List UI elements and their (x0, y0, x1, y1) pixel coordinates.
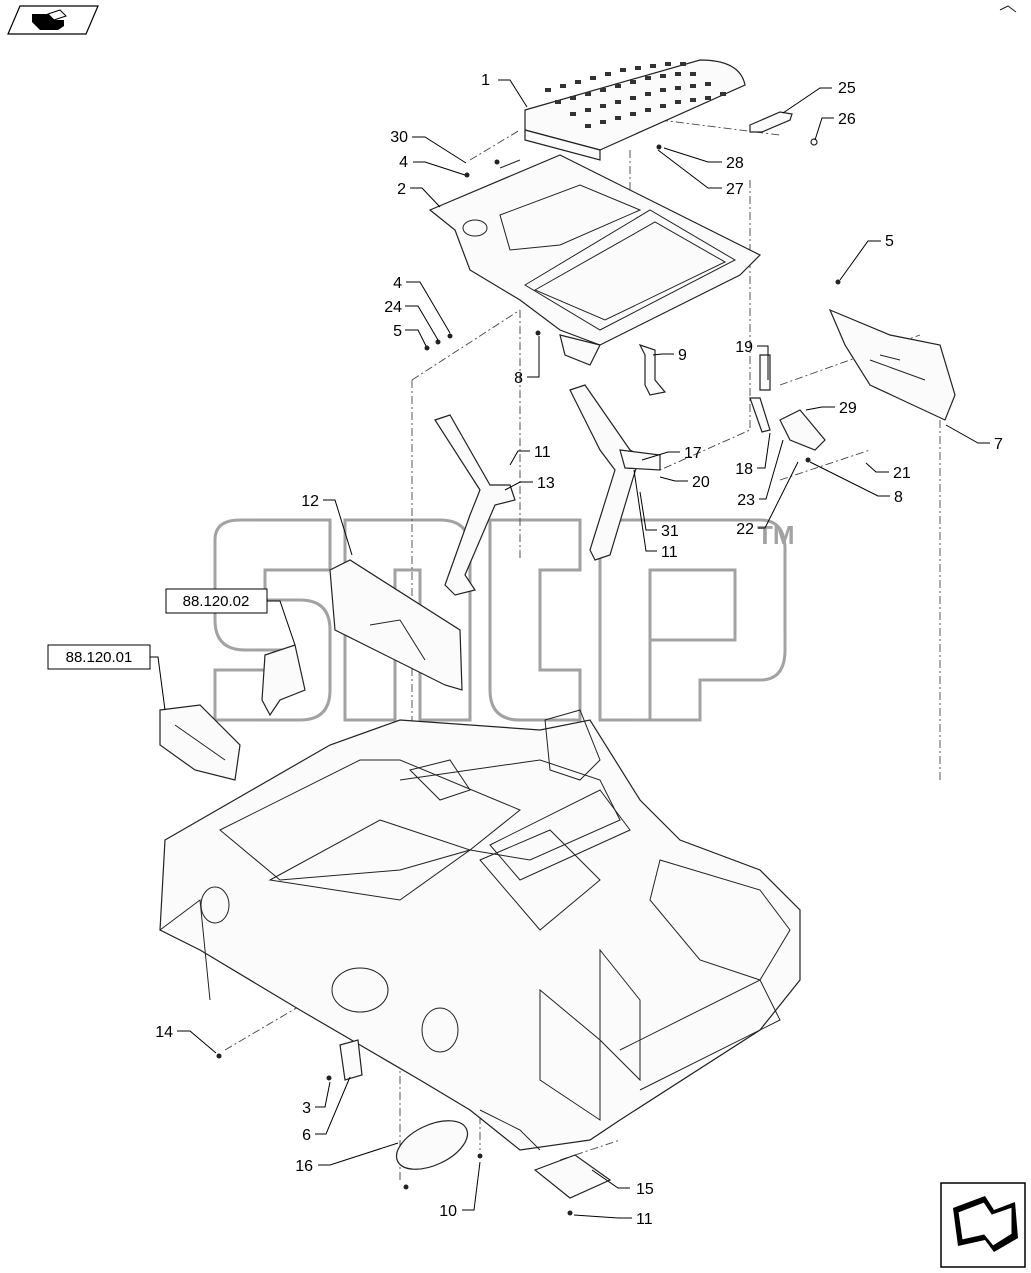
callout-10: 10 (439, 1203, 457, 1220)
callout-14: 14 (155, 1024, 173, 1041)
next-page-arrow-icon[interactable] (940, 1182, 1026, 1268)
part-16-cover-plate (395, 1120, 469, 1170)
callout-8a: 8 (514, 370, 523, 387)
part-17-post (569, 384, 661, 561)
part-7-side-panel (828, 308, 956, 421)
ref-label-88-120-01: 88.120.01 (66, 649, 133, 666)
callout-4b: 4 (393, 275, 402, 292)
part-12-shield (329, 559, 463, 691)
callout-8b: 8 (894, 489, 903, 506)
machine-chassis (159, 709, 801, 1151)
callout-31: 31 (661, 523, 679, 540)
part-1-grille (524, 59, 746, 161)
callout-11c: 11 (636, 1211, 653, 1228)
callout-11b: 11 (661, 544, 678, 561)
callout-28: 28 (726, 155, 744, 172)
ref-part-88-120-02 (261, 644, 306, 717)
callout-11a: 11 (534, 444, 551, 461)
callout-6: 6 (302, 1127, 311, 1144)
callout-12: 12 (301, 493, 319, 510)
ref-label-88-120-02: 88.120.02 (183, 593, 250, 610)
callout-29: 29 (839, 400, 857, 417)
callout-7: 7 (994, 436, 1003, 453)
callout-25: 25 (838, 80, 856, 97)
part-9-bracket (638, 343, 667, 396)
part-2-frame-plate (428, 154, 762, 366)
callout-30: 30 (390, 129, 408, 146)
callout-23: 23 (737, 492, 755, 509)
part-13-strap (434, 414, 516, 596)
callout-2: 2 (397, 181, 406, 198)
fasteners-bottom (216, 1053, 573, 1216)
callout-9: 9 (678, 347, 687, 364)
callout-15: 15 (636, 1181, 654, 1198)
callout-1: 1 (481, 72, 490, 89)
callout-24: 24 (384, 299, 402, 316)
callout-18: 18 (735, 461, 753, 478)
callout-26: 26 (838, 111, 856, 128)
callout-5a: 5 (885, 233, 894, 250)
part-25-handle (749, 111, 818, 146)
corner-mark-icon (999, 5, 1017, 13)
part-22-bracket (779, 409, 826, 463)
callout-27: 27 (726, 181, 744, 198)
part-18-gas-strut (749, 354, 771, 433)
callouts: 1 25 26 30 4 28 2 27 5 4 24 5 9 19 8 29 … (155, 72, 1003, 1228)
callout-21: 21 (893, 465, 911, 482)
callout-16: 16 (295, 1158, 313, 1175)
callout-19: 19 (735, 339, 753, 356)
book-arrow-icon[interactable] (7, 5, 99, 35)
watermark-tm: TM (757, 520, 795, 550)
part-6-small-plate (339, 1039, 363, 1081)
ref-part-88-120-01 (159, 704, 241, 781)
callout-5b: 5 (393, 323, 402, 340)
part-15-plate (533, 1154, 612, 1199)
callout-22: 22 (736, 521, 754, 538)
callout-3: 3 (302, 1100, 311, 1117)
ref-box-88-120-02[interactable]: 88.120.02 (165, 588, 296, 646)
leader-lines (177, 79, 990, 1219)
callout-13: 13 (537, 475, 555, 492)
ref-box-88-120-01[interactable]: 88.120.01 (47, 644, 166, 711)
callout-20: 20 (692, 474, 710, 491)
callout-4a: 4 (399, 154, 408, 171)
fasteners-top (424, 144, 841, 351)
callout-17: 17 (684, 445, 702, 462)
